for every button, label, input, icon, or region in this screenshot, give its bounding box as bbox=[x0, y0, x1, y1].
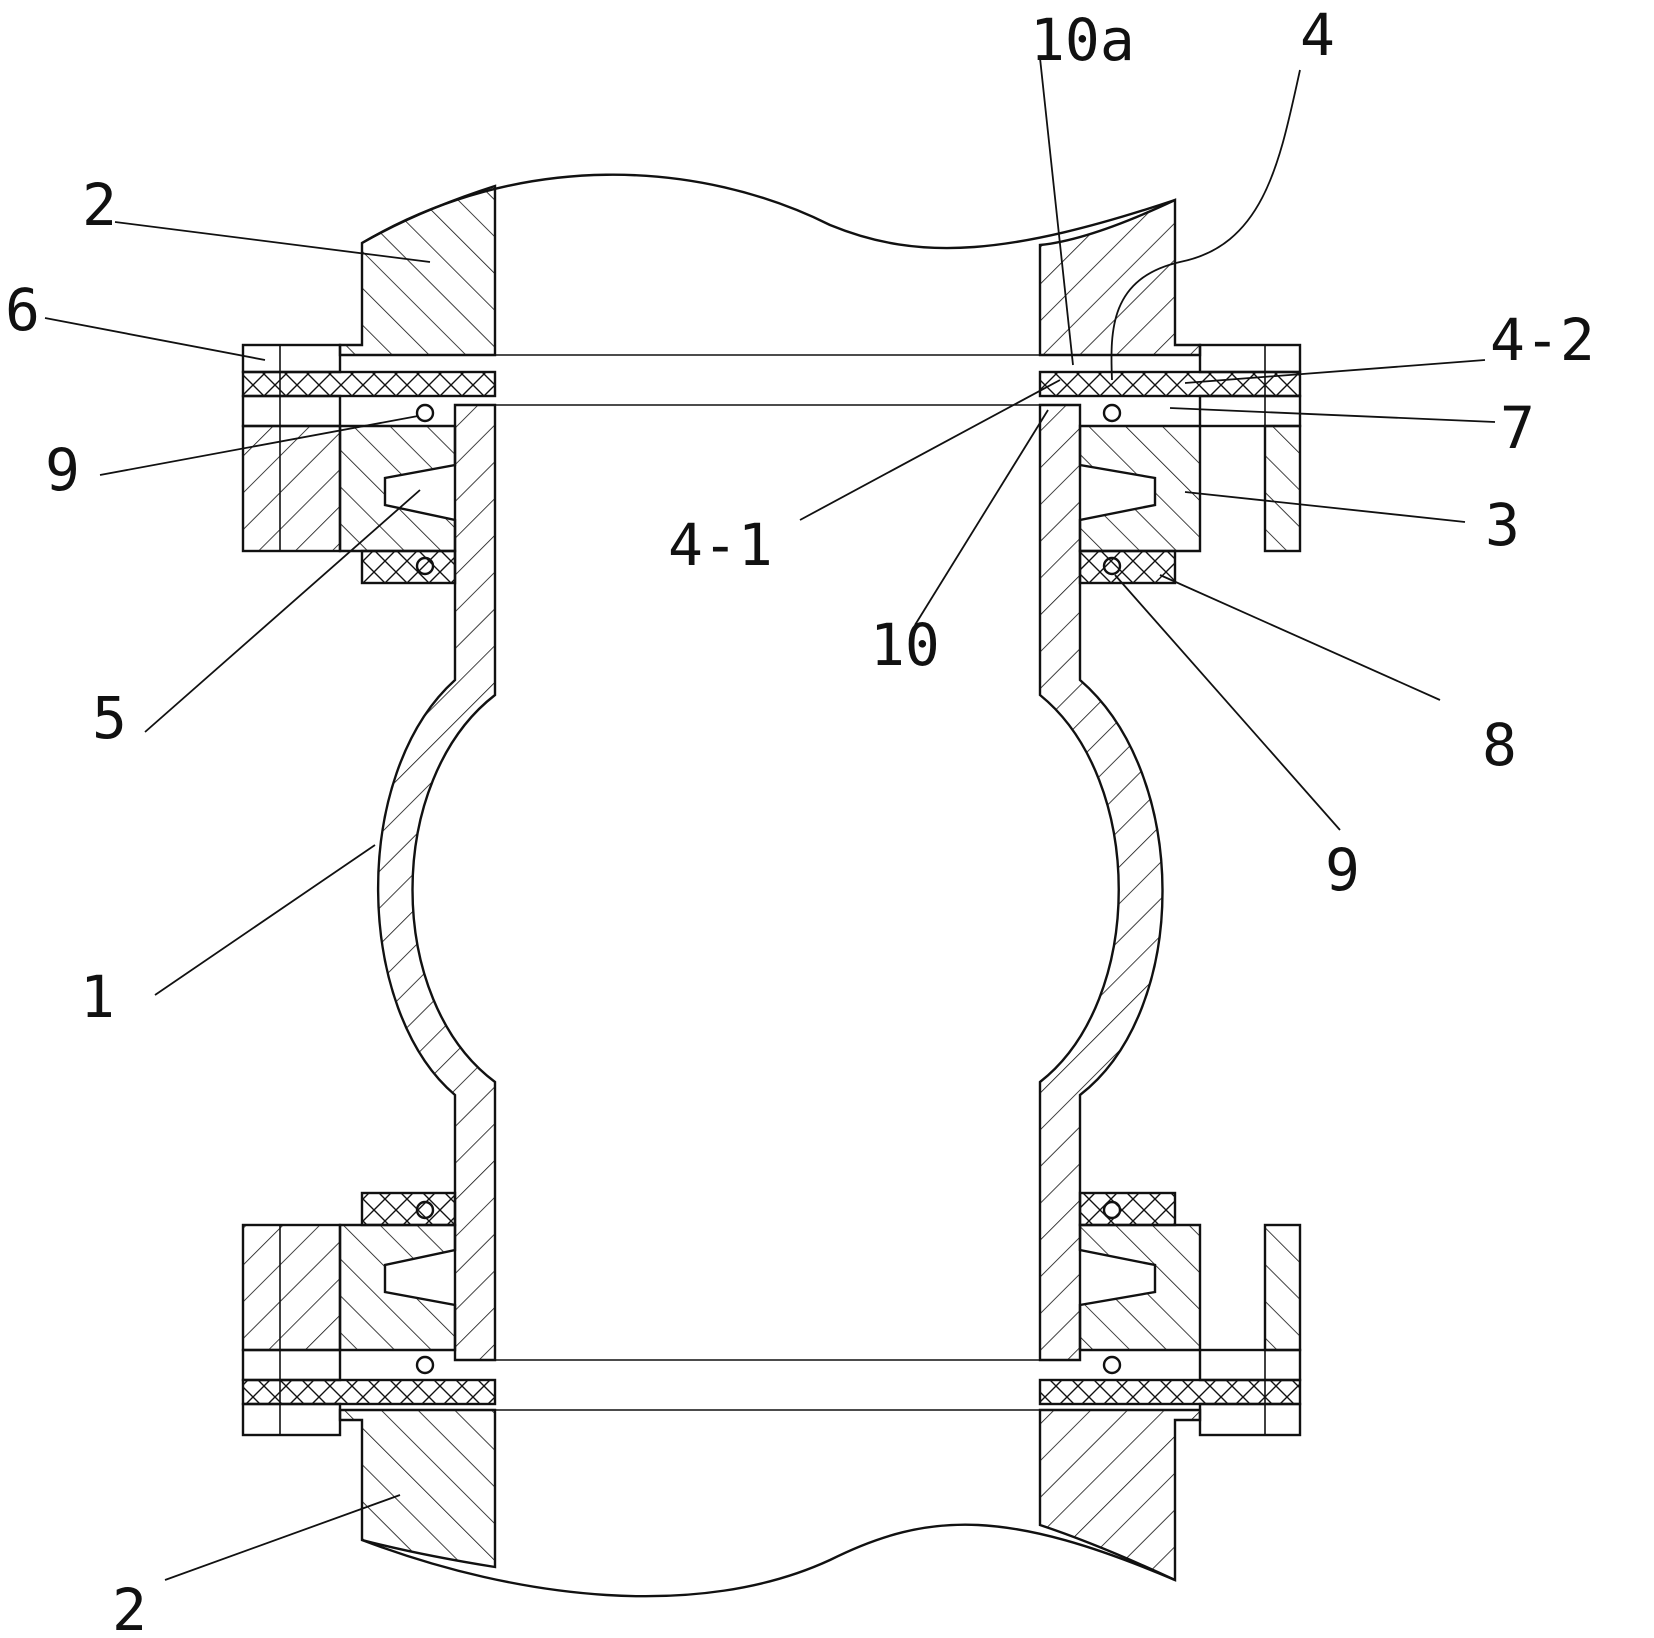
label-4-2: 4-2 bbox=[1490, 306, 1595, 374]
reference-labels: 2 6 9 5 1 2 10a 4 4-2 7 3 4-1 10 8 9 bbox=[5, 1, 1595, 1638]
label-9-left: 9 bbox=[45, 436, 80, 504]
bottom-pipe-section bbox=[338, 1408, 1202, 1598]
label-10: 10 bbox=[870, 611, 940, 679]
bottom-right-flange bbox=[1038, 1191, 1302, 1437]
leader-lines bbox=[44, 57, 1496, 1581]
label-2-bottom: 2 bbox=[112, 1576, 147, 1638]
label-7: 7 bbox=[1500, 394, 1535, 462]
label-3: 3 bbox=[1485, 491, 1520, 559]
label-6: 6 bbox=[5, 276, 40, 344]
top-pipe-section bbox=[338, 173, 1202, 357]
middle-pipe-section bbox=[376, 354, 1164, 1411]
label-9-right: 9 bbox=[1325, 836, 1360, 904]
label-10a: 10a bbox=[1030, 6, 1135, 74]
label-5: 5 bbox=[92, 684, 127, 752]
top-right-flange bbox=[1038, 343, 1302, 585]
label-4-1: 4-1 bbox=[668, 511, 773, 579]
label-8: 8 bbox=[1482, 711, 1517, 779]
top-left-flange bbox=[241, 343, 497, 585]
label-4: 4 bbox=[1300, 1, 1335, 69]
label-1: 1 bbox=[80, 963, 115, 1031]
bottom-left-flange bbox=[241, 1191, 497, 1437]
label-2-top: 2 bbox=[82, 171, 117, 239]
